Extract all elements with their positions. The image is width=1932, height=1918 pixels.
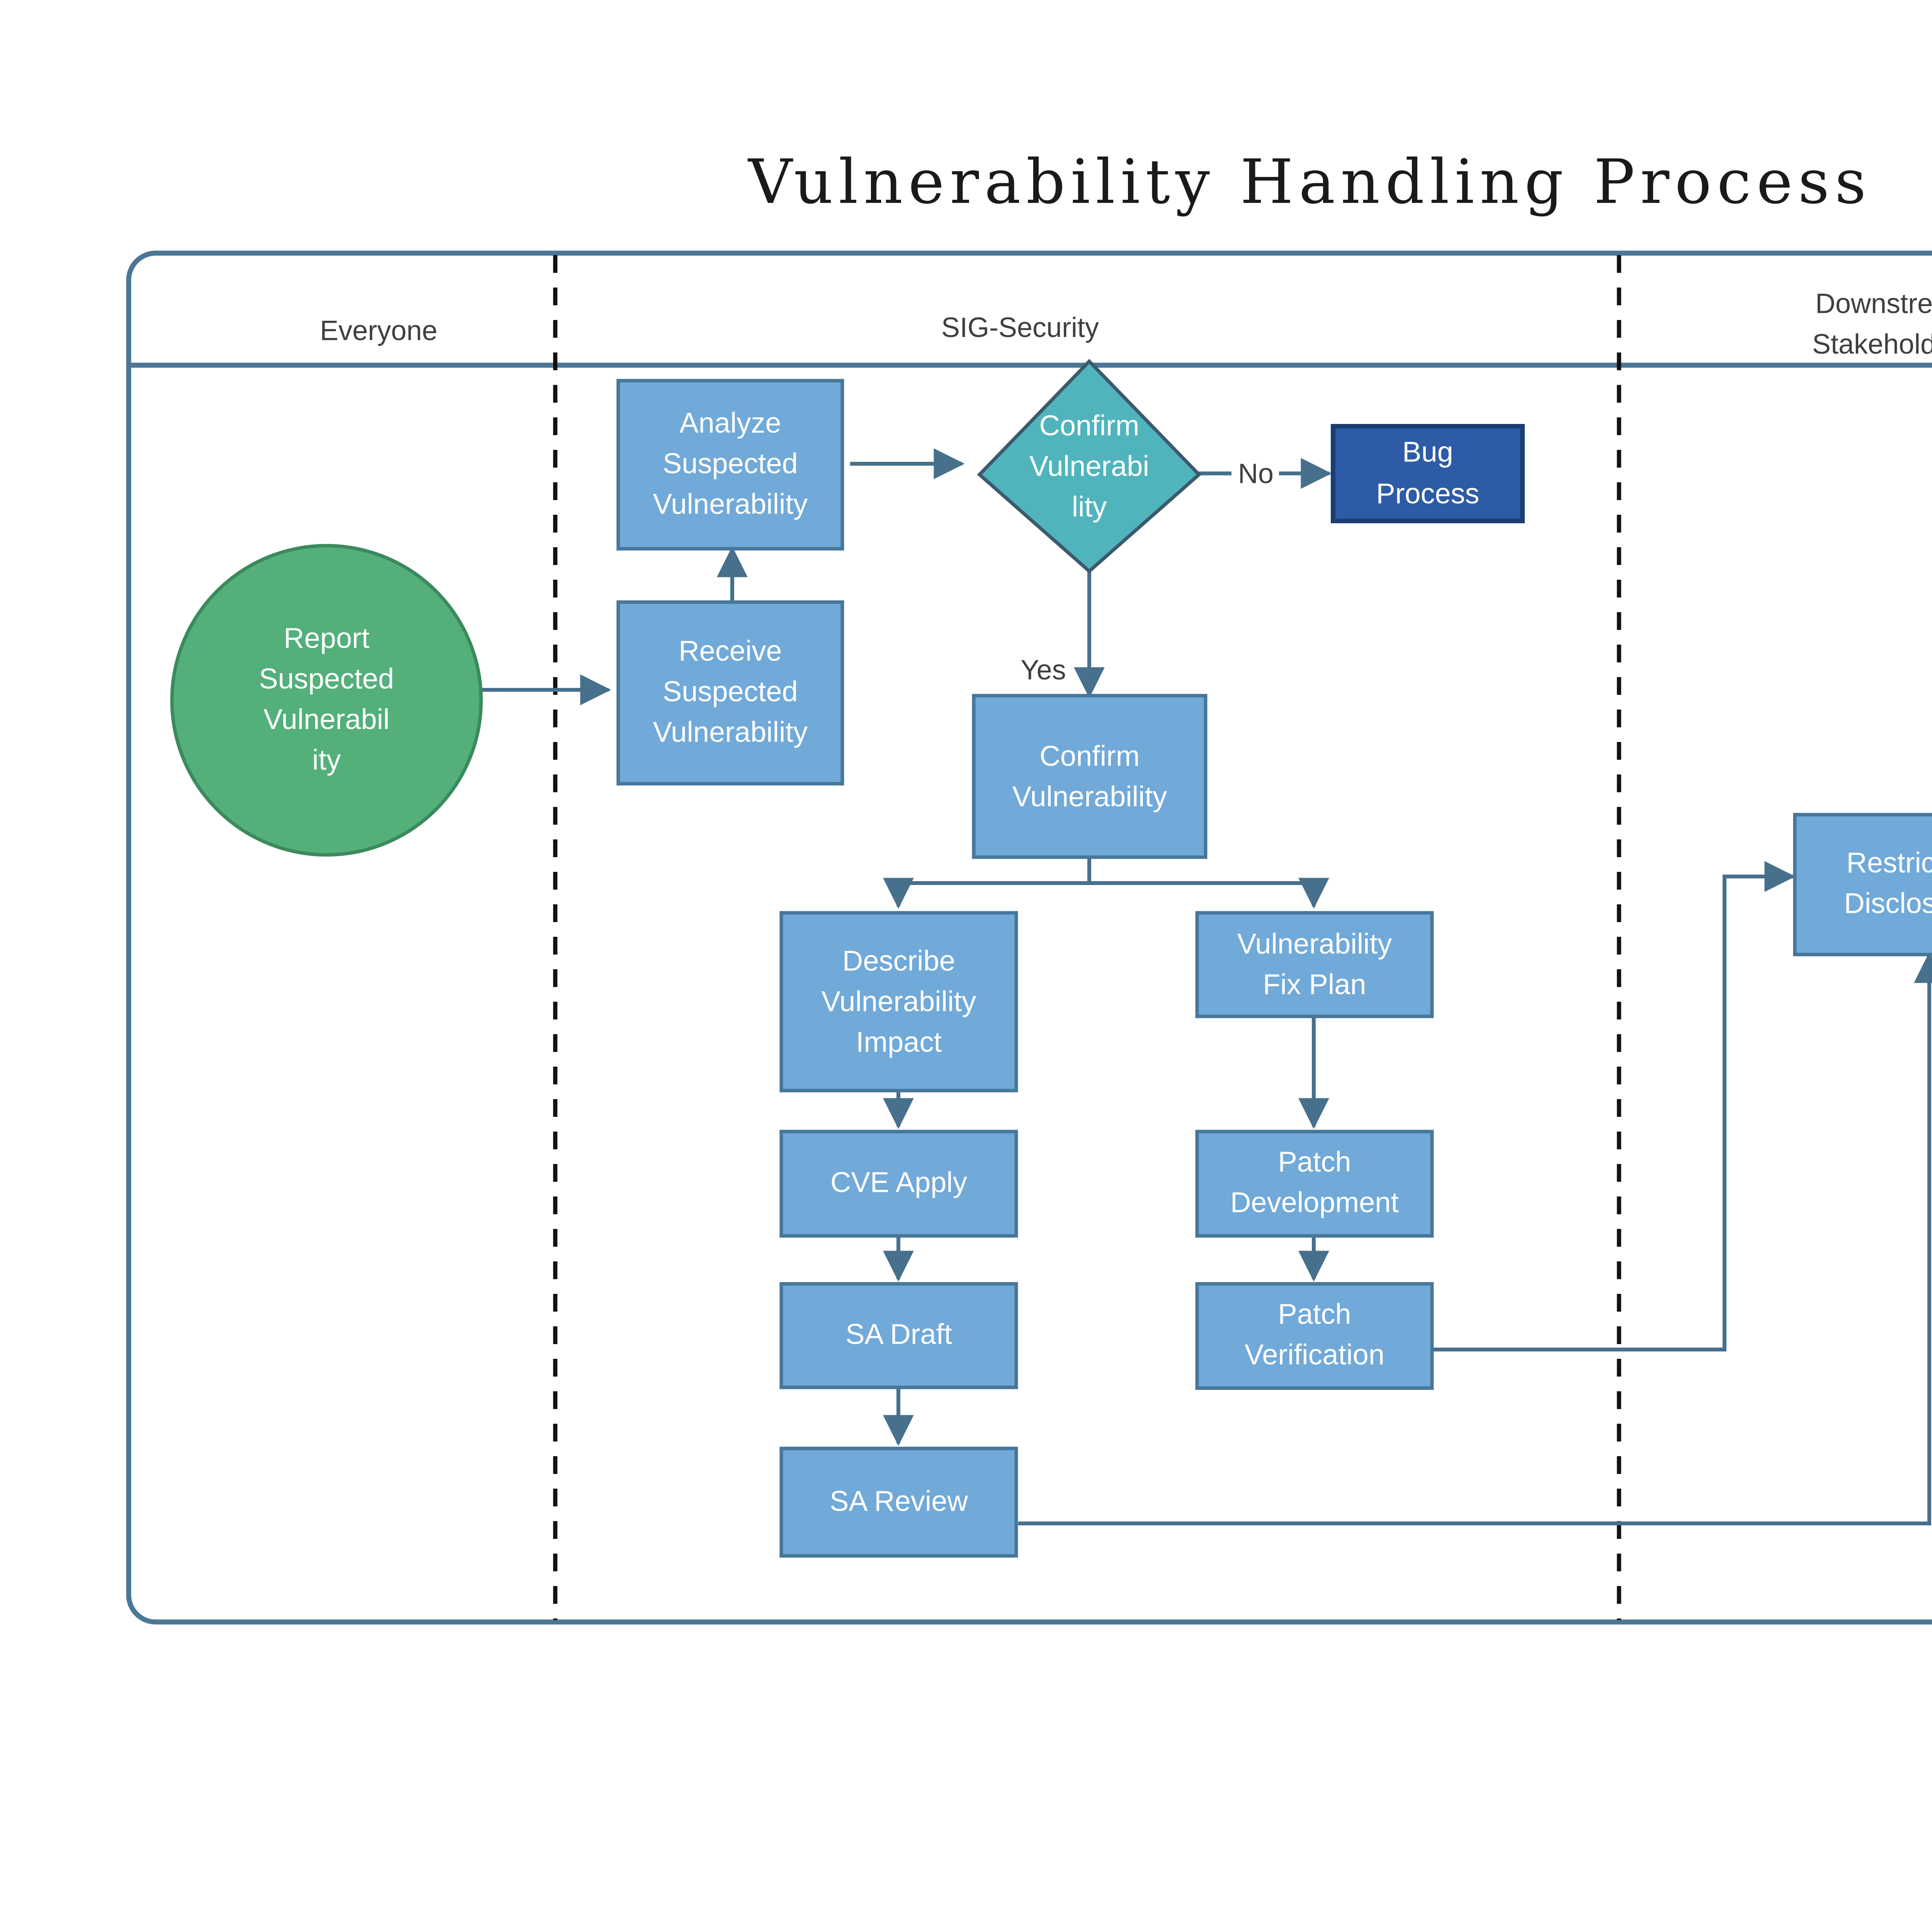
node-analyze-suspected-vulnerability[interactable]: Analyze Suspected Vulnerability [616, 379, 844, 551]
node-label-line2: Suspected [663, 448, 798, 480]
node-sa-draft[interactable]: SA Draft [779, 1282, 1018, 1389]
node-label-line1: CVE Apply [830, 1166, 967, 1198]
task-rect-shape [1195, 1282, 1434, 1390]
node-label-line1: Report [284, 622, 370, 654]
node-label-line1: Patch [1278, 1146, 1351, 1178]
node-label-line1: Restricted [1846, 847, 1932, 879]
node-label-line2: Suspected [663, 676, 798, 708]
node-cve-apply[interactable]: CVE Apply [779, 1130, 1018, 1238]
node-label-line2: Process [1376, 478, 1479, 510]
node-label-line4: ity [312, 744, 341, 776]
lane-header-sig-security: SIG-Security [941, 312, 1099, 343]
node-label-line1: Bug [1402, 436, 1453, 468]
node-label-line1: SA Review [830, 1485, 968, 1517]
edge-confirm-to-describe [883, 857, 1091, 909]
node-label-line1: SA Draft [845, 1318, 952, 1350]
task-rect-shape [779, 1282, 1018, 1389]
task-rect-shape [616, 379, 844, 551]
node-label-line2: Vulnerability [821, 985, 976, 1018]
node-patch-verification[interactable]: Patch Verification [1195, 1282, 1434, 1390]
node-bug-process[interactable]: Bug Process [1331, 424, 1525, 523]
node-label-line3: Vulnerability [653, 716, 808, 748]
lane-header-downstream-line2: Stakeholders [1812, 329, 1932, 360]
task-rect-alt-shape [1331, 424, 1525, 523]
node-describe-vulnerability-impact[interactable]: Describe Vulnerability Impact [779, 911, 1018, 1093]
node-label-line1: Analyze [679, 407, 781, 439]
node-label-line2: Vulnerability [1012, 781, 1167, 813]
task-rect-shape [779, 911, 1018, 1093]
edge-confirm-to-fixplan [1089, 878, 1329, 909]
node-label-line1: Confirm [1039, 410, 1139, 442]
edge-label-yes: Yes [1020, 655, 1066, 686]
node-label-line2: Verification [1245, 1339, 1384, 1371]
node-label-line2: Development [1230, 1186, 1399, 1219]
task-rect-shape [779, 1447, 1018, 1558]
node-label-line3: lity [1072, 491, 1107, 523]
node-label-line3: Vulnerabil [264, 703, 389, 735]
node-vulnerability-fix-plan[interactable]: Vulnerability Fix Plan [1195, 911, 1434, 1018]
node-label-line1: Vulnerability [1237, 928, 1392, 960]
node-patch-development[interactable]: Patch Development [1195, 1130, 1434, 1238]
lane-header-everyone-left: Everyone [320, 315, 437, 346]
pool-frame [126, 250, 1932, 1625]
node-label-line1: Patch [1278, 1298, 1351, 1330]
task-rect-shape [1793, 813, 1932, 956]
node-label-line1: Receive [679, 635, 782, 667]
node-label-line3: Vulnerability [653, 488, 808, 520]
node-sa-review[interactable]: SA Review [779, 1447, 1018, 1558]
node-label-line2: Fix Plan [1263, 968, 1366, 1001]
task-rect-shape [1195, 911, 1434, 1018]
page-title: Vulnerability Handling Process [747, 146, 1871, 218]
node-report-suspected-vulnerability[interactable]: Report Suspected Vulnerabil ity [170, 544, 483, 857]
task-rect-shape [972, 694, 1208, 859]
node-label-line2: Suspected [259, 663, 394, 695]
node-confirm-vulnerability[interactable]: Confirm Vulnerability [972, 694, 1208, 859]
task-rect-shape [1195, 1130, 1434, 1238]
node-confirm-vulnerability-decision[interactable]: Confirm Vulnerabi lity [977, 359, 1202, 574]
start-circle-shape [170, 544, 483, 857]
task-rect-shape [779, 1130, 1018, 1238]
node-receive-suspected-vulnerability[interactable]: Receive Suspected Vulnerability [616, 600, 844, 786]
edge-patchverif-to-restricted [1408, 861, 1796, 1351]
node-label-line2: Vulnerabi [1029, 450, 1149, 482]
edge-label-no: No [1238, 458, 1274, 489]
task-rect-shape [616, 600, 844, 786]
lane-header-downstream-line1: Downstream [1815, 288, 1932, 319]
node-restricted-disclosure[interactable]: Restricted Disclosure [1793, 813, 1932, 956]
node-label-line1: Describe [842, 945, 955, 977]
node-label-line1: Confirm [1039, 740, 1139, 772]
node-label-line3: Impact [856, 1026, 942, 1058]
edge-sareview-to-restricted [1018, 952, 1932, 1525]
decision-diamond-shape [977, 359, 1202, 574]
node-label-line2: Disclosure [1844, 887, 1932, 919]
